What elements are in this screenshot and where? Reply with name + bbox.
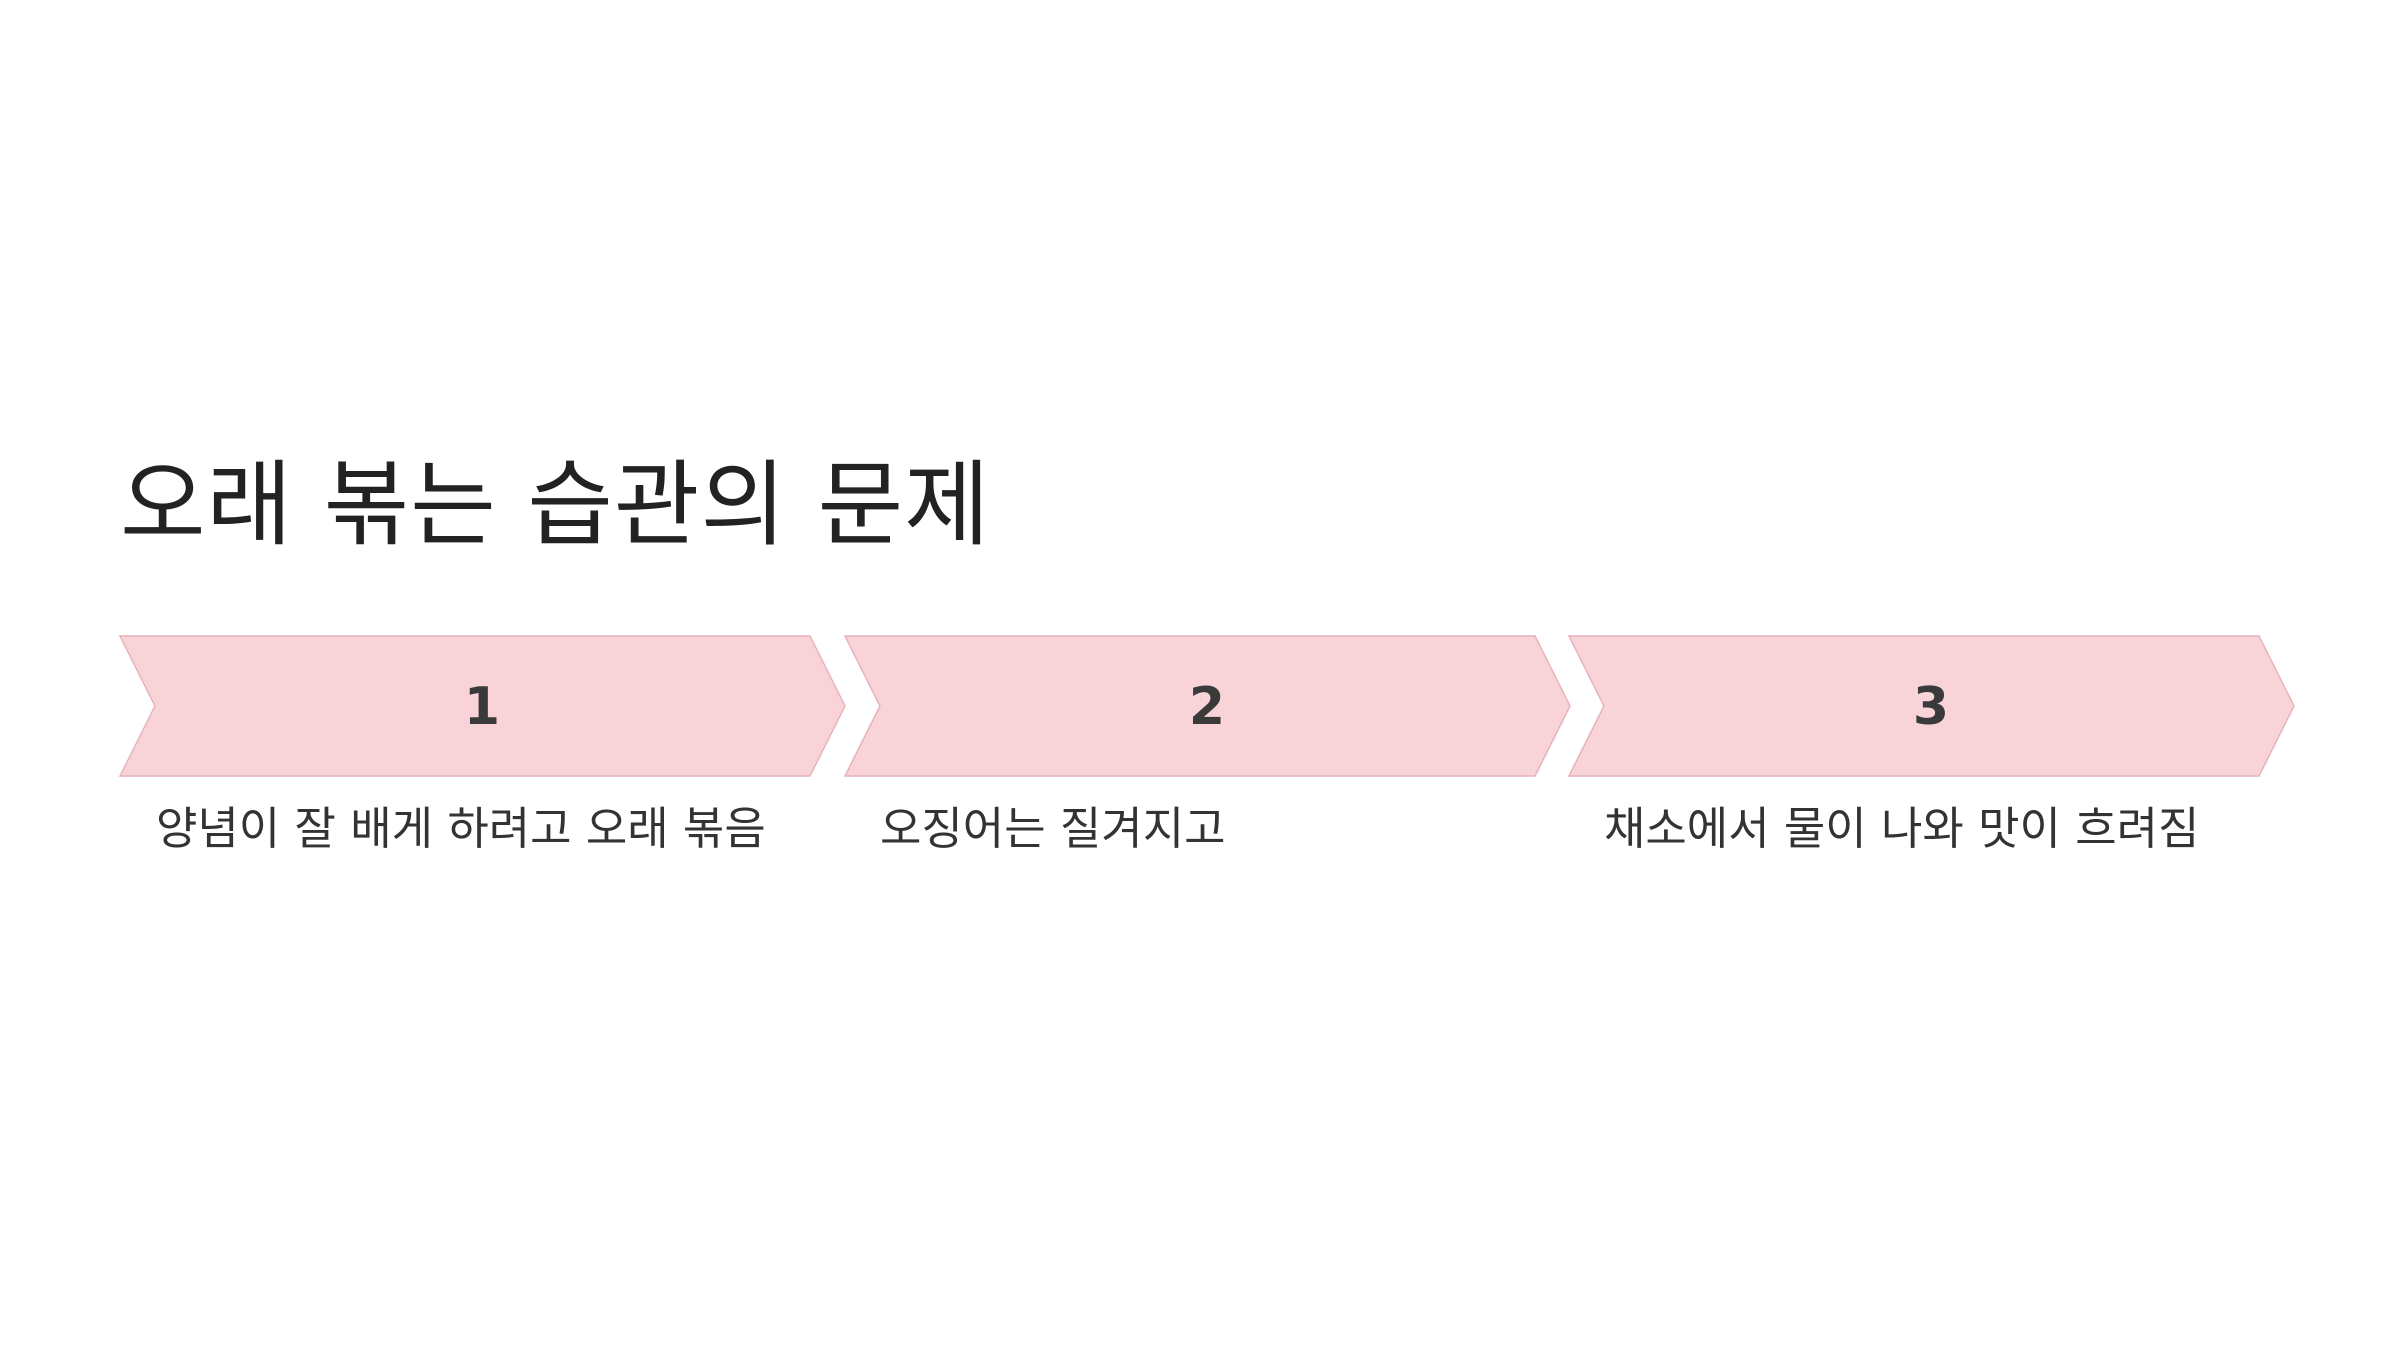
chevron-step-1: 1 [118, 635, 846, 777]
chevron-step-3: 3 [1567, 635, 2295, 777]
chevron-shape-1 [118, 635, 846, 777]
step-description-1: 양념이 잘 배게 하려고 오래 볶음 [156, 802, 766, 855]
step-description-2: 오징어는 질겨지고 [880, 802, 1226, 855]
slide-title: 오래 볶는 습관의 문제 [120, 451, 991, 559]
step-description-3: 채소에서 물이 나와 맛이 흐려짐 [1604, 802, 2200, 855]
process-steps: 1 2 3 [118, 635, 2295, 777]
chevron-flow: 1 2 3 [118, 635, 2295, 777]
chevron-shape-2 [843, 635, 1571, 777]
step-number-1: 1 [464, 677, 500, 737]
step-number-3: 3 [1913, 677, 1949, 737]
chevron-shape-3 [1567, 635, 2295, 777]
step-number-2: 2 [1189, 677, 1225, 737]
chevron-step-2: 2 [843, 635, 1571, 777]
